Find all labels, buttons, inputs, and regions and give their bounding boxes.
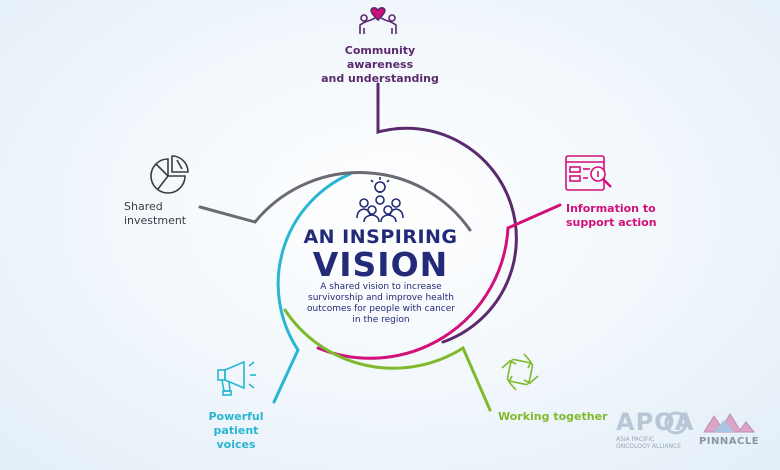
pinnacle-logo: PINNACLE: [698, 436, 760, 448]
node-community-line1: Community awareness: [344, 44, 416, 71]
node-information-line1: Information to: [566, 202, 656, 215]
node-investment-line2: investment: [124, 214, 187, 227]
apoa-logo: APOA ASIA PACIFIC ONCOLOGY ALLIANCE: [616, 408, 695, 450]
node-information-label: Information to support action: [566, 202, 676, 230]
center-description: A shared vision to increase survivorship…: [307, 282, 455, 325]
magenta-arc: [316, 203, 562, 360]
node-community-line2: and understanding: [321, 72, 439, 85]
pinnacle-logo-mark: [703, 413, 756, 433]
heart-hands-icon: [359, 7, 397, 34]
joined-hands-icon: [501, 353, 539, 391]
node-working-line1: Working together: [498, 410, 608, 423]
people-lightbulb-icon: [356, 177, 404, 223]
apoa-logo-mark: [664, 411, 688, 435]
green-arc: [283, 308, 492, 412]
pie-chart-icon: [150, 155, 189, 194]
cyan-arc: [272, 172, 352, 404]
node-investment-label: Shared investment: [124, 200, 204, 228]
center-title-line2: VISION: [312, 245, 449, 284]
node-voices-line1: Powerful: [208, 410, 264, 423]
grey-arc: [198, 171, 472, 232]
megaphone-icon: [217, 360, 256, 396]
node-investment-line1: Shared: [124, 200, 163, 213]
apoa-logo-name: APOA: [616, 408, 695, 436]
node-working-label: Working together: [498, 410, 618, 424]
purple-arc: [376, 82, 518, 344]
center-title: AN INSPIRING VISION: [298, 226, 463, 282]
center-title-line1: AN INSPIRING: [303, 226, 458, 248]
node-voices-label: Powerful patient voices: [196, 410, 276, 452]
pinnacle-logo-name: PINNACLE: [698, 436, 760, 447]
apoa-logo-subtitle: ASIA PACIFIC ONCOLOGY ALLIANCE: [616, 436, 682, 450]
node-information-line2: support action: [566, 216, 657, 229]
info-magnifier-icon: [565, 155, 612, 191]
node-voices-line2: patient voices: [213, 424, 259, 451]
node-community-label: Community awareness and understanding: [312, 44, 448, 86]
